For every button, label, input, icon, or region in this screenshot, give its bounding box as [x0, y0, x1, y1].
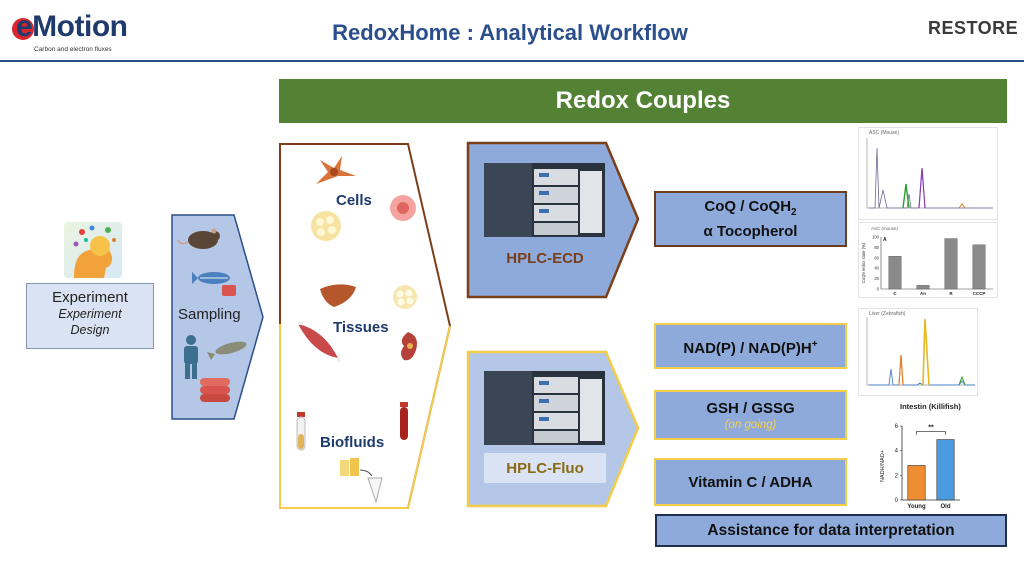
hplc-fluo-label: HPLC-Fluo	[484, 453, 606, 483]
bar-chart-2-bar-old	[936, 439, 955, 501]
bar-chart-coq-redox: ASC (mouse) A CoQ9 redox state (%) 100 80 60 4…	[858, 222, 998, 298]
bar-chart-1-y-tick: 100	[872, 235, 880, 240]
bar-chart-2-significance: **	[928, 425, 934, 432]
chromatogram-2-title: Liver (Zebrafish)	[869, 311, 906, 317]
chromatogram-asc-mouse: ASC (Mouse)	[858, 127, 998, 220]
bar-chart-1-x-tick: An	[920, 291, 926, 296]
emotion-logo-subtitle: Carbon and electron fluxes	[34, 46, 112, 53]
bar-chart-2-x-tick: Young	[907, 504, 926, 510]
tissue-samples-icon	[200, 378, 230, 402]
bar-chart-2-y-tick: 6	[895, 424, 899, 430]
bar-chart-2-y-tick: 0	[895, 498, 899, 504]
experiment-subtitle: Experiment Design	[58, 307, 122, 337]
header-divider	[0, 60, 1024, 62]
cancer-cell-icon	[390, 195, 416, 221]
bar-chart-2-title: Intestin (Killifish)	[900, 402, 961, 411]
biofluids-label: Biofluids	[320, 434, 385, 451]
gsh-ongoing-note: (on going)	[724, 418, 777, 431]
emotion-logo: eMotion Carbon and electron fluxes	[12, 10, 132, 54]
urine-sample-icon	[340, 458, 383, 504]
nad-text: NAD(P) / NAD(P)H	[683, 339, 812, 357]
bar-chart-2-y-label: NADH/NAD+	[880, 450, 886, 482]
bar-chart-2-x-tick: Old	[941, 504, 951, 510]
bar-chart-1-bar-CCCP	[972, 244, 986, 290]
nad-superscript: +	[811, 338, 818, 350]
bar-chart-1-title: ASC (mouse)	[871, 226, 899, 231]
bar-chart-1-y-label: CoQ9 redox state (%)	[861, 242, 866, 283]
hplc-ecd-label: HPLC-ECD	[506, 250, 584, 267]
gsh-text: GSH / GSSG	[706, 399, 795, 417]
vitc-analyte-box: Vitamin C / ADHA	[654, 458, 847, 506]
redox-couples-banner: Redox Couples	[279, 79, 1007, 123]
neuron-cell-icon	[316, 156, 356, 184]
bar-chart-2-bar-young	[907, 465, 926, 501]
experiment-illustration-icon	[64, 222, 122, 278]
bar-chart-1-bar-An	[916, 285, 930, 290]
gsh-analyte-box: GSH / GSSG (on going)	[654, 390, 847, 440]
adipocyte-cell-icon	[311, 211, 341, 241]
adipose-tissue-icon	[393, 285, 417, 309]
bar-chart-1-bar-C	[888, 256, 902, 290]
experiment-title: Experiment	[52, 289, 128, 306]
bar-chart-1-y-tick: 40	[874, 266, 879, 271]
bar-chart-1-panel-letter: A	[883, 237, 887, 243]
experiment-box: Experiment Experiment Design	[26, 283, 154, 349]
blood-tube-icon	[296, 412, 306, 451]
page-title: RedoxHome : Analytical Workflow	[332, 20, 688, 45]
bar-chart-1-bar-R	[944, 238, 958, 290]
muscle-icon	[297, 320, 342, 362]
tocopherol-text: α Tocopherol	[703, 223, 798, 240]
plasma-tube-icon	[400, 402, 408, 440]
chromatogram-1-title: ASC (Mouse)	[869, 130, 900, 136]
coq-subscript: 2	[791, 207, 797, 218]
tissues-label: Tissues	[333, 319, 389, 336]
bar-chart-1-plot: ASC (mouse) A CoQ9 redox state (%) 100 80 60 4…	[861, 226, 993, 296]
mouse-icon	[177, 228, 220, 249]
bar-chart-1-y-tick: 60	[874, 255, 879, 260]
hplc-fluo-instrument-icon	[484, 371, 605, 445]
sampling-label: Sampling	[178, 306, 241, 323]
bar-chart-1-y-tick: 80	[874, 245, 879, 250]
assistance-box: Assistance for data interpretation	[655, 514, 1007, 547]
bar-chart-1-x-tick: R	[949, 291, 953, 296]
emotion-logo-text: eMotion	[16, 10, 128, 43]
bar-chart-1-y-tick: 20	[874, 276, 879, 281]
human-icon	[184, 335, 198, 379]
coq-line1: CoQ / CoQH2	[704, 197, 796, 222]
killifish-icon	[207, 341, 247, 360]
emotion-logo-mark-icon	[12, 18, 34, 40]
restore-logo: RESTORE	[928, 18, 1019, 38]
nad-analyte-box: NAD(P) / NAD(P)H+	[654, 323, 847, 369]
chromatogram-liver-zebrafish: Liver (Zebrafish)	[858, 308, 978, 396]
cells-label: Cells	[336, 192, 372, 209]
kidney-icon	[401, 332, 417, 361]
bar-chart-1-y-tick: 0	[877, 287, 880, 292]
hplc-ecd-instrument-icon	[484, 163, 605, 237]
vitc-text: Vitamin C / ADHA	[688, 473, 813, 491]
bar-chart-1-x-tick: CCCP	[973, 291, 986, 296]
zebrafish-icon	[192, 272, 236, 296]
liver-icon	[320, 284, 356, 307]
bar-chart-1-x-tick: C	[893, 291, 897, 296]
bar-chart-2-y-tick: 2	[895, 473, 899, 479]
coq-text: CoQ / CoQH	[704, 198, 792, 215]
bar-chart-2-significance-bracket	[916, 431, 946, 435]
coq-analyte-box: CoQ / CoQH2 α Tocopherol	[654, 191, 847, 247]
bar-chart-2-y-tick: 4	[895, 449, 899, 455]
